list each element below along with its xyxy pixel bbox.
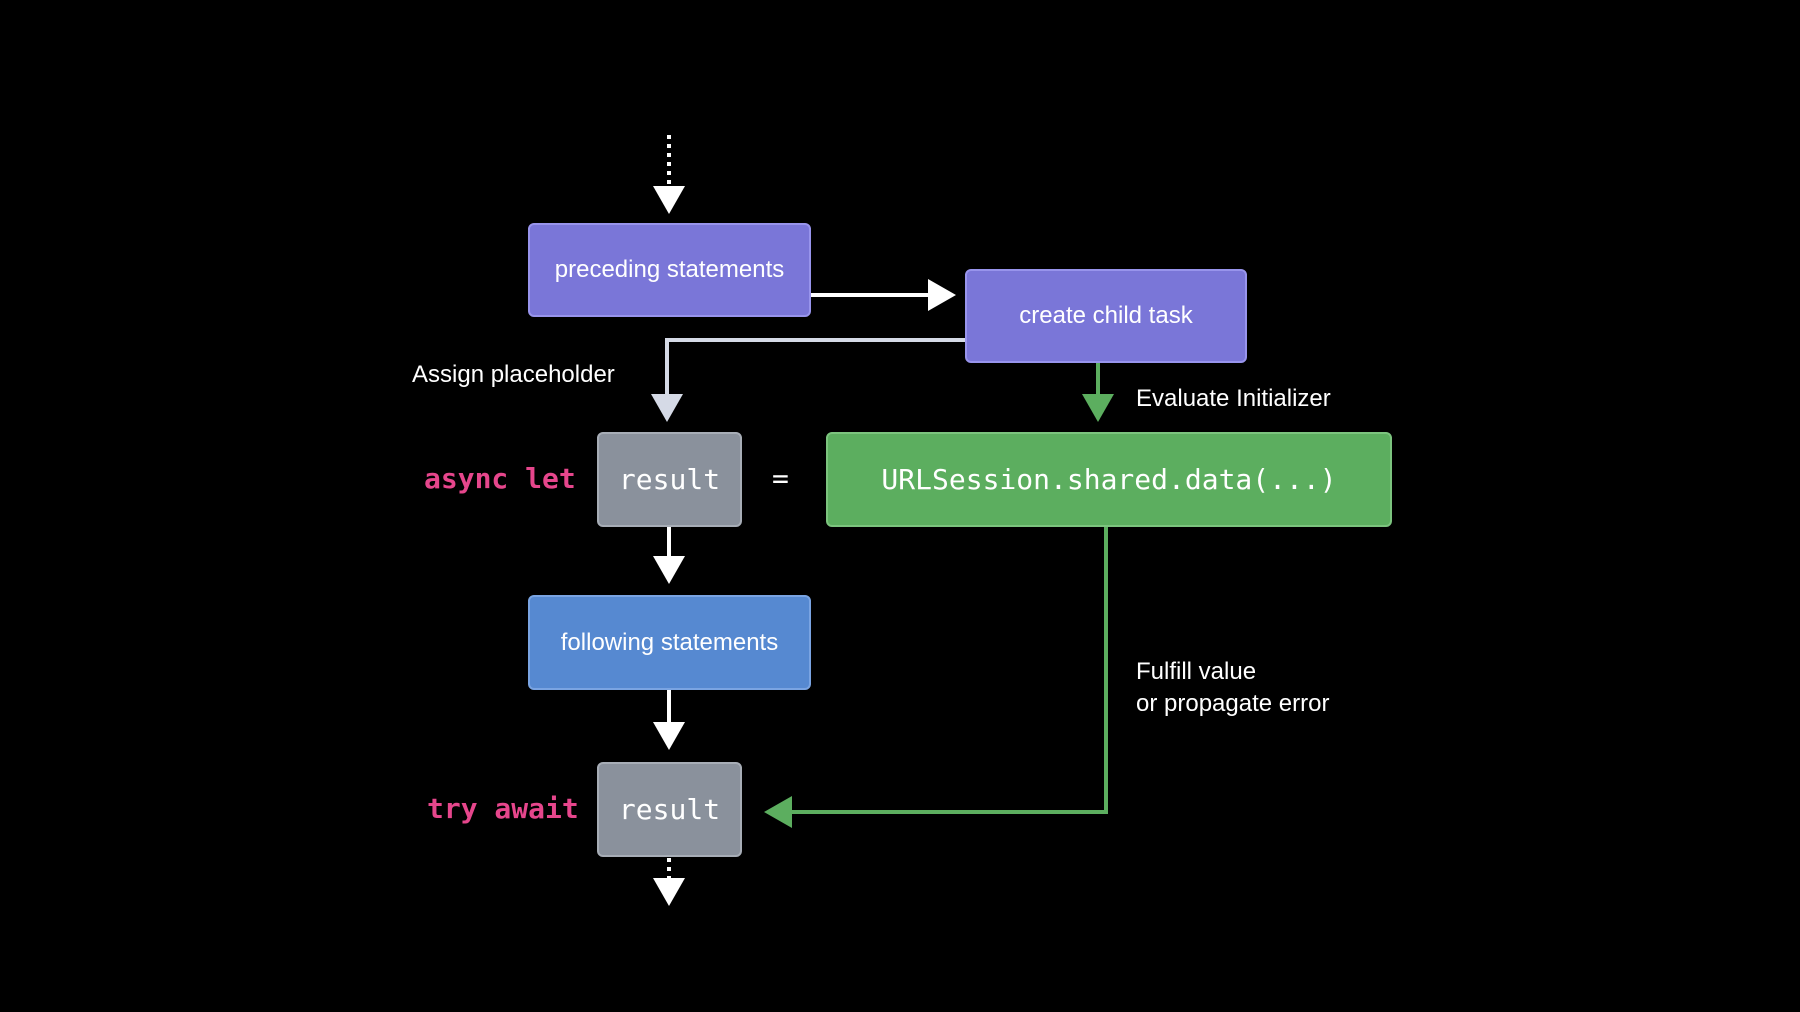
awaited-result-box: result bbox=[597, 762, 742, 857]
fulfill-line-1: Fulfill value bbox=[1136, 658, 1257, 685]
following-statements-label: following statements bbox=[560, 628, 779, 656]
equals-sign: = bbox=[772, 462, 789, 495]
initializer-box: URLSession.shared.data(...) bbox=[826, 432, 1392, 527]
preceding-statements-box: preceding statements bbox=[528, 223, 811, 317]
placeholder-arrow bbox=[651, 338, 966, 422]
create-child-task-label: create child task bbox=[1019, 302, 1193, 329]
following-statements-box: following statements bbox=[528, 595, 811, 690]
fulfill-line-2: or propagate error bbox=[1136, 690, 1330, 717]
initializer-label: URLSession.shared.data(...) bbox=[881, 463, 1337, 496]
async-let-keyword: async let bbox=[424, 462, 576, 495]
fulfill-value-label: Fulfill value or propagate error bbox=[1136, 656, 1329, 720]
result-variable-label: result bbox=[618, 463, 721, 496]
try-await-keyword: try await bbox=[427, 792, 579, 825]
result-variable-box: result bbox=[597, 432, 742, 527]
preceding-statements-label: preceding statements bbox=[554, 256, 785, 283]
assign-placeholder-label: Assign placeholder bbox=[412, 361, 615, 388]
awaited-result-label: result bbox=[618, 793, 721, 826]
fulfill-arrow bbox=[764, 526, 1108, 828]
create-child-task-box: create child task bbox=[965, 269, 1247, 363]
evaluate-initializer-label: Evaluate Initializer bbox=[1136, 385, 1331, 412]
